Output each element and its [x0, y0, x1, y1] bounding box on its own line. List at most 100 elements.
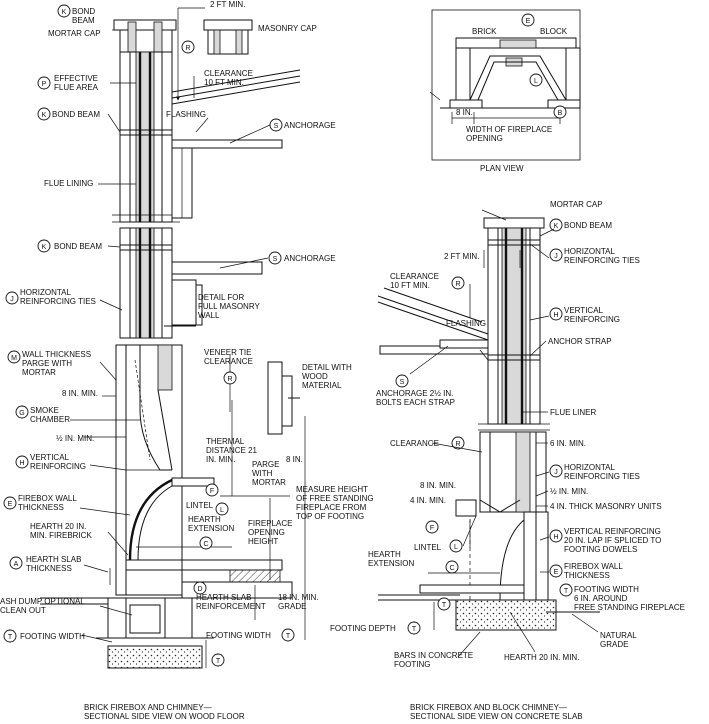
callout-j-3: J	[554, 469, 558, 476]
label-4in-min: 4 IN. MIN.	[410, 496, 446, 505]
label-bond-beam-3: BOND BEAM	[54, 242, 102, 251]
callout-f-2: F	[430, 525, 434, 532]
label-8in-min-left: 8 IN. MIN.	[62, 389, 98, 398]
label-2ft-min-right: 2 FT MIN.	[444, 252, 479, 261]
label-2ft-min-top: 2 FT MIN.	[210, 0, 245, 9]
callout-j-1: J	[10, 296, 14, 303]
label-plan-block: BLOCK	[540, 27, 568, 36]
label-anchorage-2: ANCHORAGE	[284, 254, 336, 263]
label-half-in-min-right: ½ IN. MIN.	[550, 487, 588, 496]
label-bond-beam-right: BOND BEAM	[564, 221, 612, 230]
label-flashing-right: FLASHING	[446, 319, 486, 328]
callout-l-2: L	[534, 78, 538, 85]
label-plan-brick: BRICK	[472, 27, 497, 36]
label-4in-masonry: 4 IN. THICK MASONRY UNITS	[550, 502, 662, 511]
label-masonry-cap: MASONRY CAP	[258, 24, 317, 33]
callout-r-1: R	[185, 45, 190, 52]
label-lintel-right: LINTEL	[414, 543, 442, 552]
leader-lines	[70, 29, 599, 658]
callout-m: M	[11, 355, 17, 362]
label-half-in-min-left: ½ IN. MIN.	[56, 434, 94, 443]
callout-k-3: K	[42, 244, 47, 251]
callout-a: A	[14, 561, 19, 568]
caption-right: BRICK FIREBOX AND BLOCK CHIMNEY—SECTIONA…	[410, 703, 583, 721]
label-anchorage-1: ANCHORAGE	[284, 121, 336, 130]
label-mortar-cap-left: MORTAR CAP	[48, 29, 101, 38]
callout-c-2: C	[449, 565, 454, 572]
callout-s-1: S	[274, 123, 279, 130]
callout-h-3: H	[553, 534, 558, 541]
label-footing-depth: FOOTING DEPTH	[330, 624, 396, 633]
callout-t-3: T	[216, 658, 221, 665]
label-clearance-right: CLEARANCE	[390, 439, 439, 448]
callout-t-5: T	[442, 602, 447, 609]
callout-k-2: K	[42, 112, 47, 119]
label-plan-view: PLAN VIEW	[480, 164, 524, 173]
callout-j-2: J	[554, 253, 558, 260]
right-chimney-section	[377, 217, 600, 631]
label-mortar-cap-right: MORTAR CAP	[550, 200, 603, 209]
label-plan-8in: 8 IN.	[456, 108, 473, 117]
label-bond-beam-2: BOND BEAM	[52, 110, 100, 119]
caption-left: BRICK FIREBOX AND CHIMNEY—SECTIONAL SIDE…	[84, 703, 245, 721]
label-hearth-20-min: HEARTH 20 IN. MIN.	[504, 653, 579, 662]
callout-f-1: F	[210, 488, 214, 495]
callout-l-3: L	[454, 544, 458, 551]
callout-e-3: E	[554, 569, 559, 576]
label-8in-parge: 8 IN.	[286, 455, 303, 464]
callout-s-3: S	[400, 379, 405, 386]
label-flue-liner: FLUE LINER	[550, 408, 596, 417]
label-8in-min-right: 8 IN. MIN.	[420, 481, 456, 490]
label-lintel-left: LINTEL	[186, 501, 214, 510]
left-dimension-lines	[109, 7, 306, 668]
callout-e-1: E	[8, 501, 13, 508]
label-6in-min: 6 IN. MIN.	[550, 439, 586, 448]
label-hearth-20-firebrick: HEARTH 20 IN.MIN. FIREBRICK	[30, 522, 92, 540]
left-chimney-section	[40, 19, 301, 669]
label-flue-lining: FLUE LINING	[44, 179, 93, 188]
callout-g: G	[19, 410, 24, 417]
callout-r-4: R	[455, 441, 460, 448]
callout-s-2: S	[273, 256, 278, 263]
callout-e-2: E	[526, 18, 531, 25]
callout-r-2: R	[227, 376, 232, 383]
callout-k-4: K	[554, 223, 559, 230]
label-footing-width-left: FOOTING WIDTH	[20, 632, 85, 641]
label-18in-grade: 18 IN. MIN.GRADE	[278, 593, 318, 611]
callout-circles: K R P K S K S J M R G H F E L C A D T T …	[3, 4, 573, 667]
callout-c-1: C	[203, 541, 208, 548]
plan-view	[429, 9, 581, 161]
callout-b: B	[558, 110, 563, 117]
callout-t-4: T	[564, 588, 569, 595]
callout-p: P	[42, 81, 47, 88]
callout-k-1: K	[62, 9, 67, 16]
label-footing-width-mid: FOOTING WIDTH	[206, 631, 271, 640]
label-flashing-left: FLASHING	[166, 110, 206, 119]
